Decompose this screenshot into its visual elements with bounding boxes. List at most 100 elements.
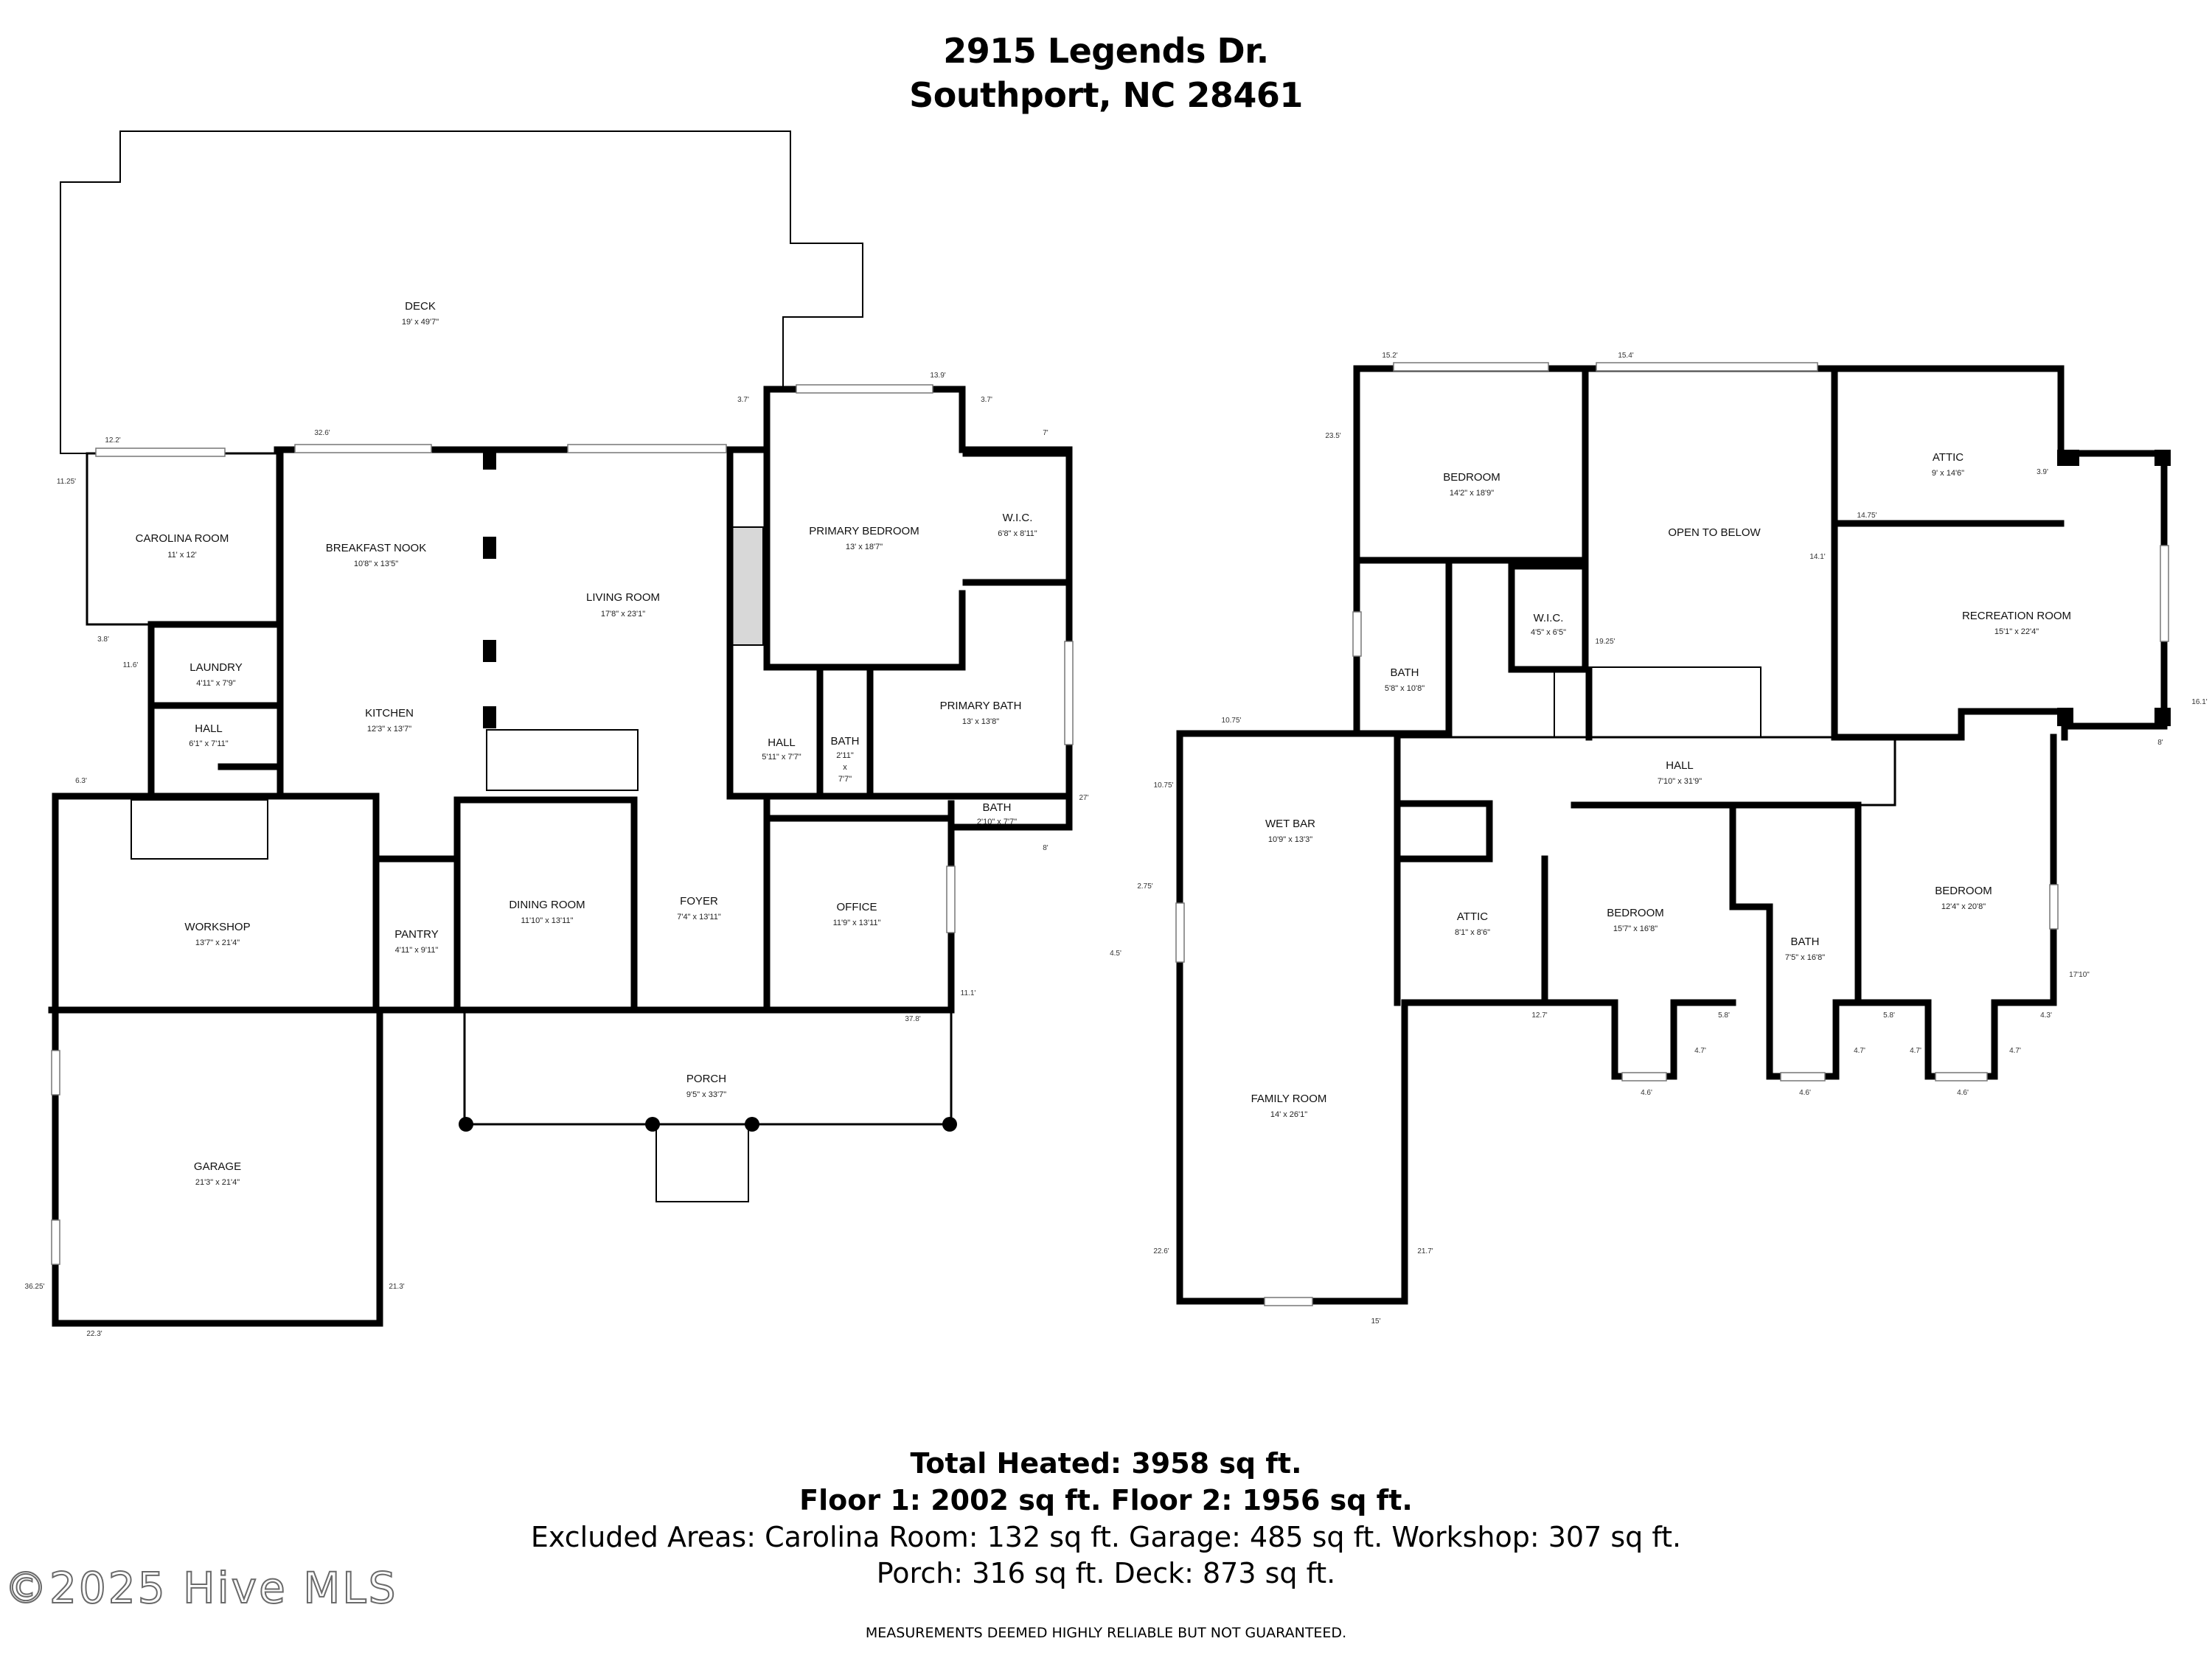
main-stair [486, 729, 639, 791]
window [2160, 545, 2169, 642]
room-name: ATTIC [1457, 910, 1488, 923]
room-dims: 6'8" x 8'11" [998, 529, 1037, 538]
total-heated: Total Heated: 3958 sq ft. [910, 1447, 1302, 1480]
room-name: LIVING ROOM [586, 591, 660, 604]
room-name: W.I.C. [1003, 512, 1033, 524]
hall-north-wall [1397, 736, 1896, 807]
dimension: 4.7' [1694, 1047, 1706, 1055]
room-name: RECREATION ROOM [1962, 610, 2071, 622]
dining-walls [453, 796, 638, 1014]
room-dims: 17'8" x 23'1" [601, 610, 645, 619]
floor-1-dimensions: 12.2' 11.25' 32.6' 3.7' 13.9' 3.7' 7' 3.… [25, 372, 1089, 1338]
dimension: 37.8' [905, 1015, 920, 1023]
dimension: 8' [1043, 844, 1048, 852]
dimension: 4.7' [1910, 1047, 1921, 1055]
room-name: OFFICE [837, 901, 877, 913]
wet-bar-walls [1176, 730, 1401, 903]
room-dims: 5'11" x 7'7" [762, 753, 801, 762]
porch-steps [655, 1124, 749, 1202]
window [51, 1050, 60, 1096]
bedroom-west-wall [763, 446, 966, 671]
dimension: 17'10" [2069, 971, 2090, 979]
workshop-walls [52, 793, 380, 1014]
bedroom-e-bay [1858, 734, 2057, 1080]
room-dims: 14'2" x 18'9" [1450, 489, 1494, 498]
dimension: 4.5' [1110, 950, 1121, 958]
dimension: 15' [1371, 1317, 1380, 1326]
room-dims: 21'3" x 21'4" [195, 1178, 240, 1187]
room-name: BREAKFAST NOOK [326, 542, 426, 554]
room-dims: 10'9" x 13'3" [1268, 835, 1312, 844]
address-line-1: 2915 Legends Dr. [943, 31, 1269, 71]
dimension: 15.2' [1382, 352, 1397, 360]
attic-small-walls [1394, 800, 1493, 863]
garage-walls [52, 1006, 383, 1327]
room-name: PRIMARY BEDROOM [809, 525, 919, 537]
dimension: 3.7' [981, 396, 992, 404]
dimension: 36.25' [25, 1283, 45, 1291]
dimension: 32.6' [314, 429, 330, 437]
room-name: BEDROOM [1443, 471, 1500, 484]
room-name: BATH [983, 801, 1012, 814]
window [1352, 611, 1362, 657]
dimension: 13.9' [930, 372, 945, 380]
fireplace [729, 526, 764, 646]
wic-walls [962, 450, 1073, 586]
porch-post [745, 1117, 759, 1132]
room-dims: 6'1" x 7'11" [189, 739, 228, 748]
room-name: W.I.C. [1534, 612, 1564, 624]
dimension: 22.3' [86, 1330, 102, 1338]
window [1393, 362, 1549, 372]
window [1596, 362, 1818, 372]
room-dims: 15'7" x 16'8" [1613, 924, 1658, 933]
window [796, 384, 933, 394]
room-name: HALL [768, 736, 796, 749]
column [483, 640, 496, 662]
dimension: 15.4' [1618, 352, 1633, 360]
wic-walls [1508, 562, 1589, 673]
room-dims: 2'10" x 7'7" [977, 818, 1017, 826]
dimension: 21.3' [389, 1283, 404, 1291]
dimension: 4.6' [1641, 1089, 1652, 1097]
office-walls [763, 815, 955, 1014]
room-name: FAMILY ROOM [1251, 1093, 1327, 1105]
dimension: 12.2' [105, 436, 120, 445]
dimension: 27' [1079, 794, 1088, 802]
deck-outline [60, 130, 863, 454]
room-dims: 2'11" [836, 751, 854, 760]
workshop-stair [131, 799, 268, 860]
dimension: 16.1' [2191, 698, 2207, 706]
room-name: BATH [831, 735, 860, 748]
window [1175, 902, 1185, 963]
room-name: CAROLINA ROOM [136, 532, 229, 545]
dimension: 10.75' [1154, 781, 1174, 790]
room-name: PRIMARY BATH [940, 700, 1022, 712]
bedroom-nw-walls [1353, 365, 1589, 564]
dimension: 11.1' [961, 989, 976, 997]
rec-room-south-wall [1831, 708, 2068, 741]
dimension: 12.7' [1531, 1011, 1547, 1020]
floor-2-dimensions: 15.2' 15.4' 23.5' 3.9' 14.75' 14.1' 19.2… [1110, 352, 2208, 1326]
corner-block [2154, 450, 2171, 466]
column [483, 447, 496, 470]
window [1780, 1072, 1826, 1081]
room-dims: 4'11" x 9'11" [395, 946, 439, 955]
room-dims: 5'8" x 10'8" [1385, 684, 1425, 693]
dimension: 3.8' [97, 635, 109, 644]
bath-mid-walls [1729, 903, 1840, 1080]
window [95, 447, 226, 457]
room-name: KITCHEN [365, 707, 414, 720]
window [1935, 1072, 1988, 1081]
room-name: PORCH [686, 1073, 726, 1085]
room-dims: 12'4" x 20'8" [1941, 902, 1986, 911]
dimension: 10.75' [1222, 717, 1242, 725]
dimension: 22.6' [1153, 1247, 1169, 1255]
dimension: 11.6' [123, 661, 139, 669]
room-dims: x [843, 763, 847, 772]
room-name: WET BAR [1265, 818, 1315, 830]
dimension: 8' [2157, 739, 2163, 747]
floor-1-labels: DECK 19' x 49'7" CAROLINA ROOM 11' x 12'… [136, 300, 1037, 1187]
room-name: DINING ROOM [509, 899, 585, 911]
dimension: 5.8' [1718, 1011, 1730, 1020]
